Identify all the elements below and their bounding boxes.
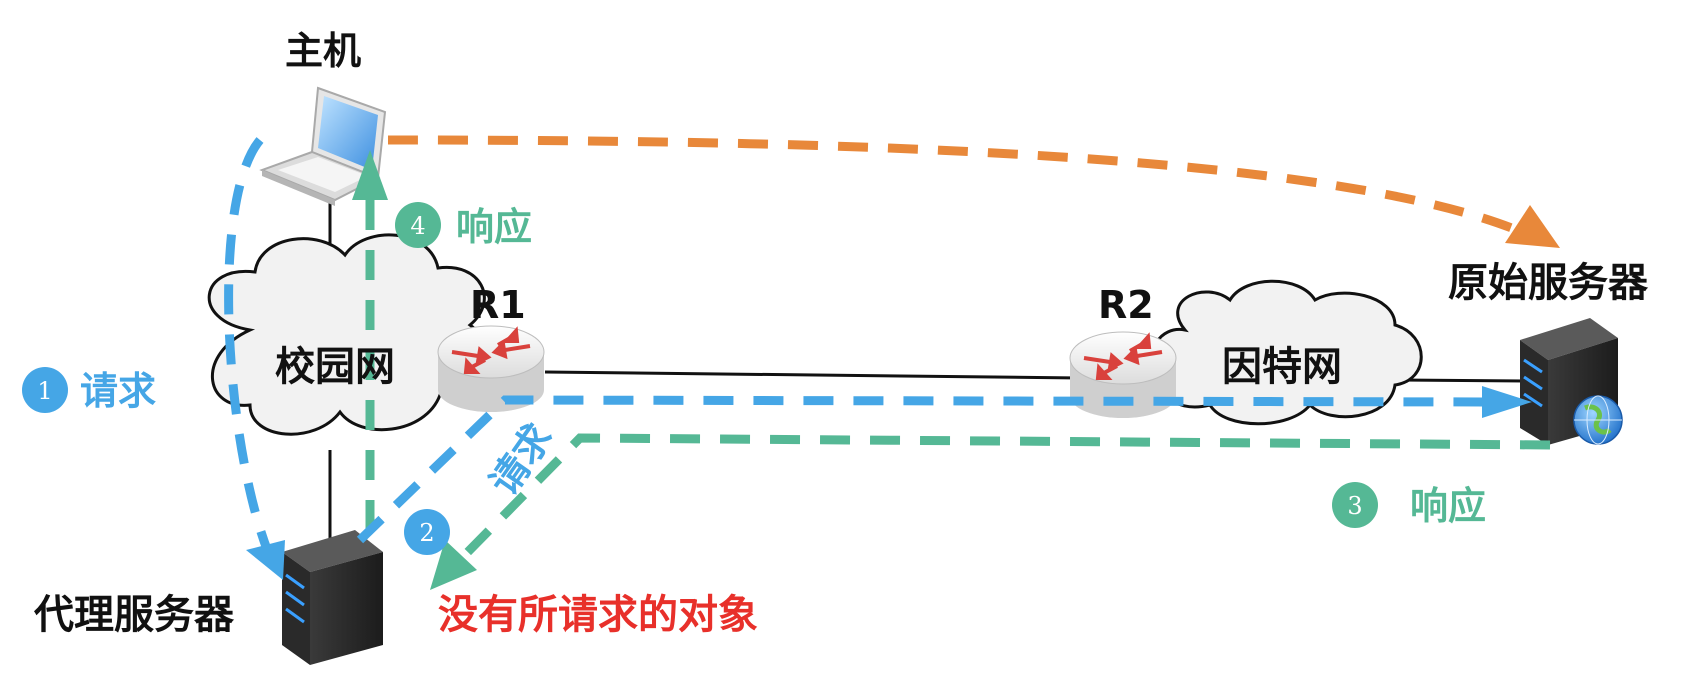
step-4-badge: 4 <box>395 202 441 248</box>
request-arrow-2 <box>356 395 1496 544</box>
proxy-server-icon <box>282 530 383 665</box>
step-4-number: 4 <box>410 212 425 240</box>
step-3-badge: 3 <box>1332 482 1378 528</box>
step-2-number: 2 <box>419 519 434 547</box>
internet-label: 因特网 <box>1222 344 1342 390</box>
orange-arrowhead <box>1505 205 1560 248</box>
proxy-server-label: 代理服务器 <box>33 592 235 638</box>
link-r1-r2 <box>544 370 1081 380</box>
link-internet-origin <box>1399 378 1526 383</box>
response-arrow-3 <box>451 433 1551 569</box>
step-2-text: 请求 <box>481 416 561 504</box>
router-r2-icon <box>1069 331 1177 418</box>
step-1-number: 1 <box>37 377 52 405</box>
campus-network-label: 校园网 <box>275 344 395 390</box>
response-arrowhead-3 <box>430 540 477 590</box>
step-2-badge: 2 <box>404 509 450 555</box>
step-4-text: 响应 <box>456 205 532 249</box>
no-object-note: 没有所请求的对象 <box>438 592 758 638</box>
step-3-number: 3 <box>1347 492 1362 520</box>
request-arrowhead-2 <box>1482 386 1532 418</box>
r1-label: R1 <box>470 283 526 327</box>
globe-icon <box>1573 395 1623 445</box>
step-1-badge: 1 <box>22 367 68 413</box>
request-arrow-1 <box>224 137 273 554</box>
r2-label: R2 <box>1098 283 1154 327</box>
orange-direct-arrow <box>387 135 1537 243</box>
router-r1-icon <box>437 325 545 412</box>
campus-cloud-icon <box>207 233 489 436</box>
request-arrowhead-1 <box>246 540 285 580</box>
origin-server-label: 原始服务器 <box>1448 260 1649 306</box>
response-arrowhead-4 <box>352 150 388 200</box>
step-3-text: 响应 <box>1410 484 1486 528</box>
laptop-icon <box>259 86 387 206</box>
step-1-text: 请求 <box>80 369 156 413</box>
host-label: 主机 <box>285 29 361 73</box>
